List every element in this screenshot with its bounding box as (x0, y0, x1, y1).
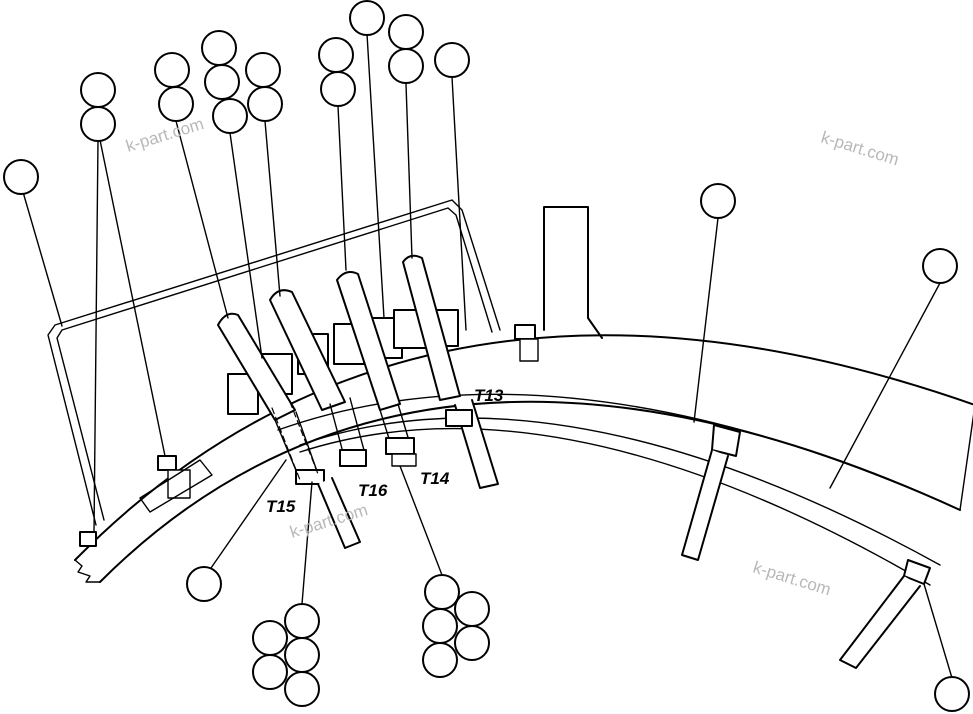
callout-circle (3, 159, 39, 195)
callout-circle (700, 183, 736, 219)
callout-circle (158, 86, 194, 122)
zone-label-t16: T16 (358, 481, 388, 500)
callout-circles (3, 0, 970, 712)
left-bolts (79, 324, 539, 547)
callout-circle (422, 642, 458, 678)
watermark: k-part.com (751, 558, 833, 600)
callout-circle (422, 608, 458, 644)
callout-circle (320, 71, 356, 107)
callout-circle (252, 654, 288, 690)
callout-circle (186, 566, 222, 602)
callout-circle (434, 42, 470, 78)
watermark: k-part.com (819, 128, 901, 170)
callout-circle (454, 625, 490, 661)
cover-plate (47, 199, 501, 526)
callout-circle (247, 86, 283, 122)
callout-circle (201, 30, 237, 66)
callout-circle (934, 676, 970, 712)
callout-circle (454, 591, 490, 627)
callout-circle (154, 52, 190, 88)
probe-extensions (271, 397, 499, 549)
right-rods (681, 424, 931, 669)
callout-circle (922, 248, 958, 284)
callout-circle (284, 637, 320, 673)
zone-label-t14: T14 (420, 469, 450, 488)
callout-circle (424, 574, 460, 610)
zone-label-t13: T13 (474, 386, 504, 405)
watermark: k-part.com (124, 114, 206, 156)
curved-frame (74, 334, 973, 586)
vertical-bracket (543, 206, 603, 339)
callout-circle (318, 37, 354, 73)
zone-label-t15: T15 (266, 497, 296, 516)
callout-circle (245, 52, 281, 88)
callout-circle (284, 671, 320, 707)
callout-circle (212, 98, 248, 134)
callout-circle (252, 620, 288, 656)
callout-circle (349, 0, 385, 36)
leader-lines (22, 33, 953, 679)
callout-circle (80, 72, 116, 108)
callout-circle (80, 106, 116, 142)
probe-rods (217, 254, 461, 421)
callout-circle (284, 603, 320, 639)
callout-circle (204, 64, 240, 100)
callout-circle (388, 14, 424, 50)
callout-circle (388, 48, 424, 84)
